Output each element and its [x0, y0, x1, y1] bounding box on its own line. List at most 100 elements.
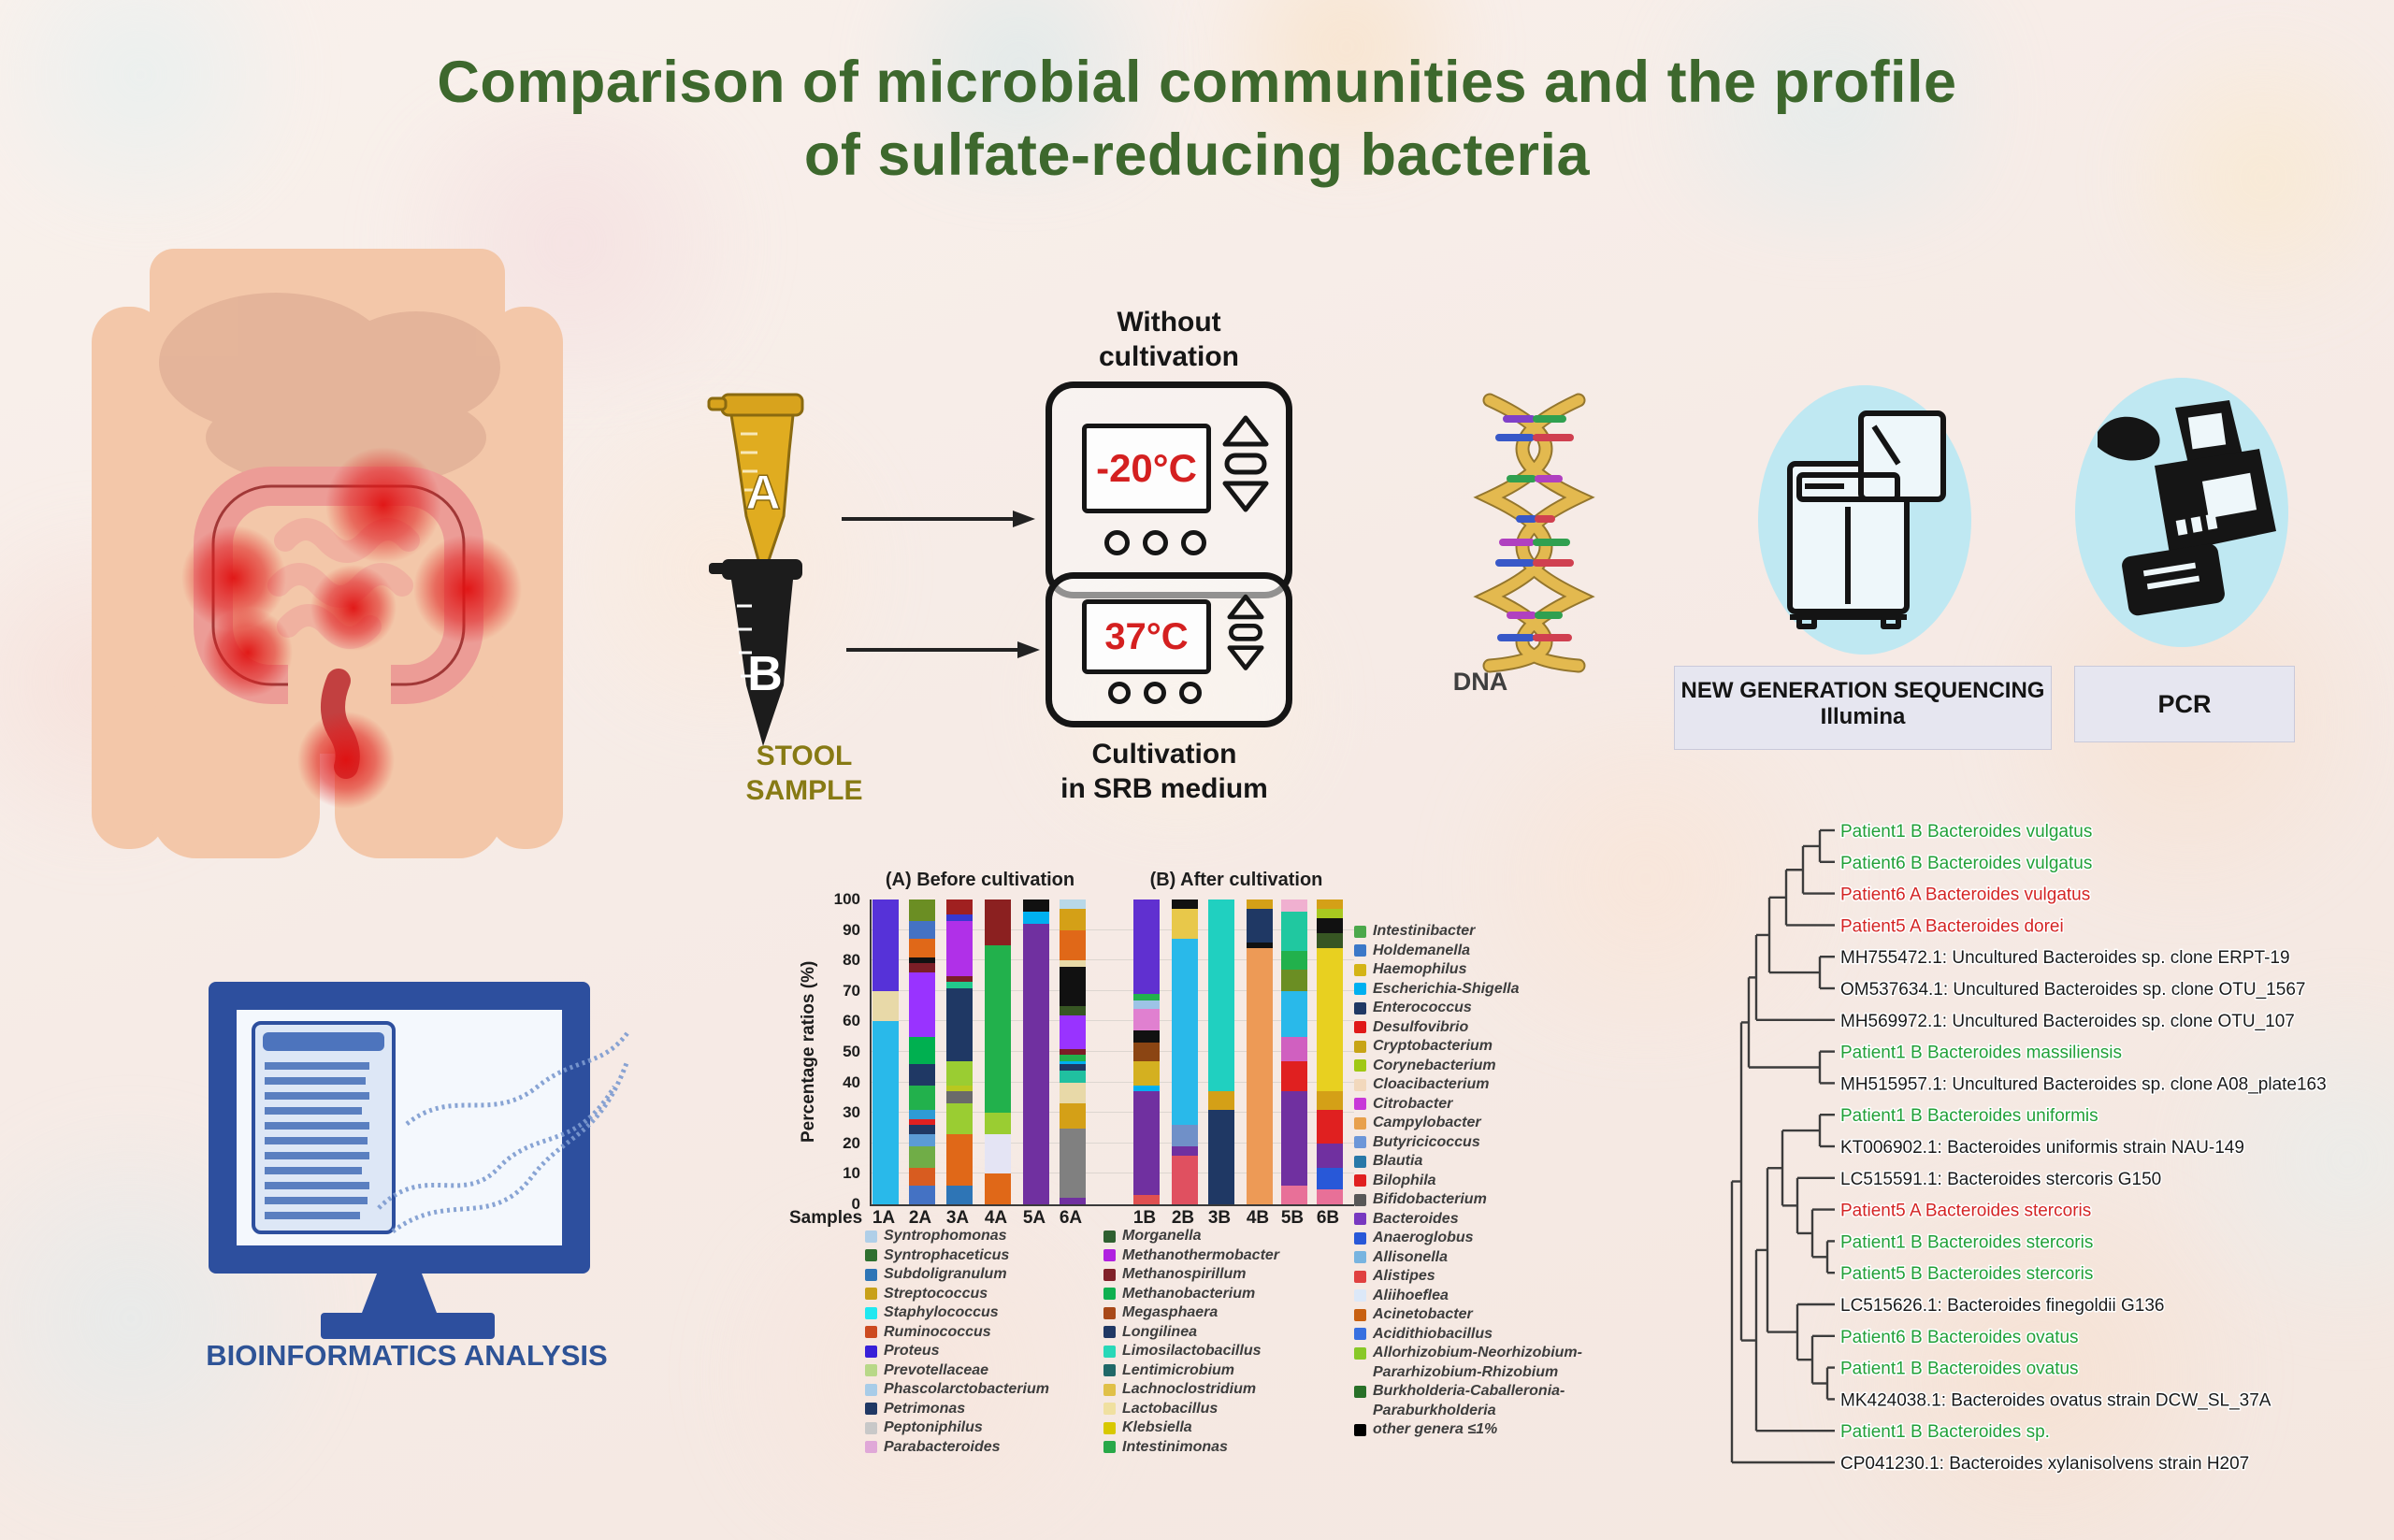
- legend-item-wrap: Paraburkholderia: [1373, 1402, 1496, 1418]
- legend-item: Staphylococcus: [865, 1303, 1049, 1323]
- legend-item: Petrimonas: [865, 1400, 1049, 1419]
- sequencer-icon: [1758, 385, 1971, 655]
- tree-leaf-label: Patient1 B Bacteroides massiliensis: [1840, 1043, 2122, 1063]
- tree-leaf-label: LC515626.1: Bacteroides finegoldii G136: [1840, 1296, 2164, 1316]
- tree-leaf-label: Patient6 B Bacteroides ovatus: [1840, 1328, 2079, 1347]
- tree-leaf-label: Patient1 B Bacteroides uniformis: [1840, 1106, 2098, 1126]
- y-tick-40: 40: [843, 1072, 860, 1091]
- legend-swatch: [865, 1383, 877, 1396]
- legend-item: Lentimicrobium: [1103, 1361, 1279, 1381]
- legend-swatch: [1103, 1403, 1116, 1416]
- x-tick-5B: 5B: [1280, 1208, 1305, 1228]
- y-tick-100: 100: [833, 890, 860, 908]
- stacked-bar-1A: [873, 900, 899, 1204]
- svg-text:A: A: [745, 466, 781, 520]
- tree-leaf-label: LC515591.1: Bacteroides stercoris G150: [1840, 1170, 2161, 1189]
- legend-item: Methanobacterium: [1103, 1285, 1279, 1304]
- legend-swatch: [1103, 1421, 1116, 1434]
- legend-swatch: [865, 1345, 877, 1358]
- legend-swatch: [1103, 1383, 1116, 1396]
- page-title-line2: of sulfate-reducing bacteria: [803, 122, 1591, 188]
- legend-item: Morganella: [1103, 1227, 1279, 1246]
- legend-item-wrap: Pararhizobium-Rhizobium: [1373, 1363, 1559, 1380]
- phylogenetic-tree: Patient1 B Bacteroides vulgatusPatient6 …: [1730, 821, 2328, 1475]
- legend-item: Desulfovibrio: [1354, 1018, 1582, 1038]
- x-tick-6B: 6B: [1316, 1208, 1340, 1228]
- thermostat-buttons: [1108, 682, 1202, 704]
- legend-swatch: [1354, 1328, 1366, 1341]
- legend-swatch: [1354, 1270, 1366, 1283]
- tree-leaf-label: Patient1 B Bacteroides sp.: [1840, 1422, 2050, 1442]
- stacked-bar-4B: [1247, 900, 1273, 1204]
- inflammation-spots: [181, 447, 522, 809]
- legend-swatch: [1103, 1441, 1116, 1454]
- tree-leaf-label: OM537634.1: Uncultured Bacteroides sp. c…: [1840, 980, 2305, 1000]
- x-tick-1B: 1B: [1132, 1208, 1157, 1228]
- sample-tube-b-icon: B: [709, 559, 802, 746]
- y-tick-70: 70: [843, 981, 860, 1000]
- x-tick-3B: 3B: [1207, 1208, 1232, 1228]
- legend-item: Cryptobacterium: [1354, 1037, 1582, 1057]
- thermostat-buttons: [1104, 530, 1206, 555]
- thermostat-updown-icon: [1227, 594, 1264, 670]
- human-gut-illustration: [92, 249, 563, 858]
- legend-item: Bacteroides: [1354, 1210, 1582, 1230]
- legend-item: Syntrophomonas: [865, 1227, 1049, 1246]
- thermostat-updown-icon: [1222, 415, 1269, 512]
- legend-swatch: [865, 1403, 877, 1416]
- community-bar-chart: (A) Before cultivation (B) After cultiva…: [786, 870, 1403, 1244]
- stacked-bar-4A: [985, 900, 1011, 1204]
- tree-leaf-label: MH515957.1: Uncultured Bacteroides sp. c…: [1840, 1074, 2327, 1094]
- y-tick-30: 30: [843, 1103, 860, 1122]
- incubator-thermostat: 37°C: [1046, 572, 1292, 727]
- legend-item: Methanothermobacter: [1103, 1246, 1279, 1266]
- y-tick-10: 10: [843, 1164, 860, 1183]
- tree-leaf-label: MH755472.1: Uncultured Bacteroides sp. c…: [1840, 948, 2290, 968]
- bioinformatics-monitor-icon: [209, 982, 631, 1339]
- legend-swatch: [1354, 1385, 1366, 1398]
- legend-swatch: [1354, 1174, 1366, 1187]
- legend-item: Holdemanella: [1354, 942, 1582, 961]
- y-tick-20: 20: [843, 1133, 860, 1152]
- stacked-bar-3B: [1208, 900, 1234, 1204]
- sample-tube-a-icon: A: [707, 393, 804, 583]
- x-tick-4B: 4B: [1246, 1208, 1270, 1228]
- legend-item: Parabacteroides: [865, 1438, 1049, 1458]
- legend-item: Intestinimonas: [1103, 1438, 1279, 1458]
- legend-item: Campylobacter: [1354, 1114, 1582, 1133]
- legend-swatch: [865, 1441, 877, 1454]
- legend-swatch: [1354, 1078, 1366, 1091]
- legend-swatch: [1354, 1231, 1366, 1245]
- y-tick-80: 80: [843, 951, 860, 970]
- y-tick-90: 90: [843, 920, 860, 939]
- legend-item: Methanospirillum: [1103, 1265, 1279, 1285]
- legend-swatch: [1354, 1040, 1366, 1053]
- dna-helix-icon: [1473, 393, 1595, 673]
- x-tick-2A: 2A: [908, 1208, 932, 1228]
- legend-swatch: [865, 1249, 877, 1262]
- legend-item: Anaeroglobus: [1354, 1229, 1582, 1248]
- x-tick-2B: 2B: [1171, 1208, 1195, 1228]
- tree-leaf-label: Patient6 A Bacteroides vulgatus: [1840, 885, 2090, 905]
- legend-swatch: [1354, 1059, 1366, 1072]
- legend-swatch: [865, 1364, 877, 1377]
- stacked-bar-3A: [946, 900, 973, 1204]
- y-tick-0: 0: [851, 1195, 860, 1213]
- legend-item: Streptococcus: [865, 1285, 1049, 1304]
- dna-label: DNA: [1452, 668, 1508, 696]
- legend-item: Megasphaera: [1103, 1303, 1279, 1323]
- x-tick-3A: 3A: [945, 1208, 970, 1228]
- x-tick-5A: 5A: [1022, 1208, 1046, 1228]
- legend-swatch: [1354, 1155, 1366, 1168]
- legend-item: Corynebacterium: [1354, 1057, 1582, 1076]
- legend-item: other genera ≤1%: [1354, 1420, 1582, 1440]
- legend-item: Enterococcus: [1354, 999, 1582, 1018]
- legend-swatch: [1354, 1001, 1366, 1015]
- legend-item: Peptoniphilus: [865, 1418, 1049, 1438]
- legend-item: Klebsiella: [1103, 1418, 1279, 1438]
- pcr-machine-icon: [2075, 378, 2288, 647]
- legend-swatch: [1354, 1423, 1366, 1436]
- x-tick-4A: 4A: [984, 1208, 1008, 1228]
